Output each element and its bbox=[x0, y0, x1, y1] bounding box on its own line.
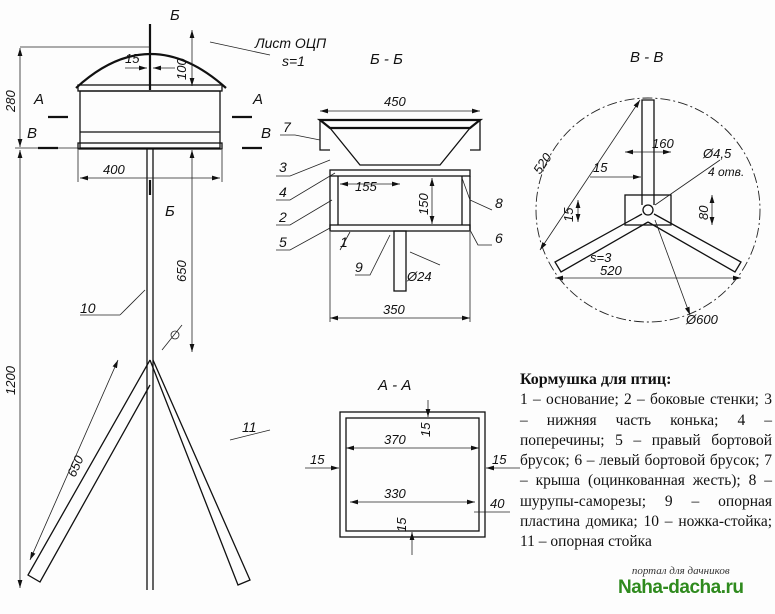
thickness-s3: s=3 bbox=[590, 250, 612, 265]
callout-1: 1 bbox=[340, 234, 348, 250]
dim-400: 400 bbox=[103, 162, 125, 177]
dim-15-plate: 15 bbox=[561, 207, 576, 222]
roof bbox=[316, 118, 484, 130]
section-bb-title: Б - Б bbox=[370, 51, 403, 68]
section-mark-a-left: А bbox=[33, 91, 44, 108]
center-plate bbox=[624, 194, 672, 226]
section-aa: А - А 370 15 15 15 330 40 15 bbox=[305, 377, 520, 555]
dim-80: 80 bbox=[696, 205, 711, 220]
section-mark-v-left: В bbox=[27, 125, 37, 142]
roof-label: Лист ОЦП bbox=[254, 35, 327, 51]
dim-15-bottom: 15 bbox=[394, 517, 409, 532]
callout-2: 2 bbox=[278, 209, 287, 225]
right-leg bbox=[149, 359, 251, 586]
dim-600: Ø600 bbox=[685, 312, 719, 327]
watermark-tagline: портал для дачников bbox=[631, 565, 730, 577]
arm-right bbox=[647, 213, 742, 273]
section-mark-a-right: А bbox=[252, 91, 263, 108]
arm-top bbox=[641, 99, 655, 205]
dim-40: 40 bbox=[490, 496, 505, 511]
left-leg bbox=[27, 359, 151, 583]
callout-5: 5 bbox=[279, 234, 287, 250]
base bbox=[329, 224, 471, 232]
dim-520-span: 520 bbox=[600, 263, 622, 278]
callout-9: 9 bbox=[355, 259, 363, 275]
dim-150: 150 bbox=[416, 193, 431, 215]
section-mark-b-top: Б bbox=[170, 7, 180, 24]
watermark-logo: Naha-dacha.ru bbox=[618, 577, 744, 598]
dim-650-leg: 650 bbox=[64, 453, 87, 480]
section-mark-b-bottom: Б bbox=[165, 203, 175, 220]
dim-hole-count: 4 отв. bbox=[708, 165, 744, 179]
section-bb: Б - Б 450 155 150 Ø24 350 7 3 4 2 5 1 9 … bbox=[276, 51, 503, 322]
ring-600 bbox=[535, 97, 761, 323]
box-outline bbox=[339, 411, 486, 538]
dim-450: 450 bbox=[384, 94, 406, 109]
dim-15-left: 15 bbox=[310, 452, 325, 467]
watermark: портал для дачников Naha-dacha.ru bbox=[618, 565, 744, 599]
legend-title: Кормушка для птиц: bbox=[520, 371, 672, 388]
dim-280: 280 bbox=[3, 90, 18, 113]
dim-350: 350 bbox=[383, 302, 405, 317]
dim-15-top: 15 bbox=[418, 422, 433, 437]
main-view: А А В В Б Б Лист ОЦП s=1 15 100 280 400 … bbox=[3, 7, 327, 590]
roof-thickness: s=1 bbox=[282, 53, 305, 69]
dim-15-arm: 15 bbox=[593, 160, 608, 175]
dim-15: 15 bbox=[125, 51, 140, 66]
dim-370: 370 bbox=[384, 432, 406, 447]
callout-11: 11 bbox=[242, 419, 257, 435]
callout-4: 4 bbox=[279, 184, 287, 200]
dim-160: 160 bbox=[652, 136, 674, 151]
dim-24: Ø24 bbox=[406, 269, 432, 284]
callout-10: 10 bbox=[80, 300, 96, 316]
dim-hole-diameter: Ø4,5 bbox=[702, 146, 732, 161]
dim-650-pole: 650 bbox=[174, 260, 189, 282]
dim-100: 100 bbox=[174, 58, 189, 80]
section-vv: В - В 520 160 Ø4,5 4 отв. 15 15 80 s=3 5… bbox=[530, 49, 761, 327]
dim-155: 155 bbox=[355, 179, 377, 194]
callout-7: 7 bbox=[283, 119, 292, 135]
callout-8: 8 bbox=[495, 195, 503, 211]
dim-15-right: 15 bbox=[492, 452, 507, 467]
callout-6: 6 bbox=[495, 230, 503, 246]
legend: Кормушка для птиц: 1 – основание; 2 – бо… bbox=[520, 370, 772, 553]
section-vv-title: В - В bbox=[630, 49, 663, 66]
callout-3: 3 bbox=[279, 159, 287, 175]
support-pipe bbox=[393, 230, 407, 292]
legend-text: 1 – основание; 2 – боковые стенки; 3 – н… bbox=[520, 391, 772, 551]
section-mark-v-right: В bbox=[261, 125, 271, 142]
section-aa-title: А - А bbox=[377, 377, 411, 394]
dim-1200: 1200 bbox=[3, 365, 18, 395]
dim-330: 330 bbox=[384, 486, 406, 501]
feeder-box bbox=[79, 90, 221, 149]
